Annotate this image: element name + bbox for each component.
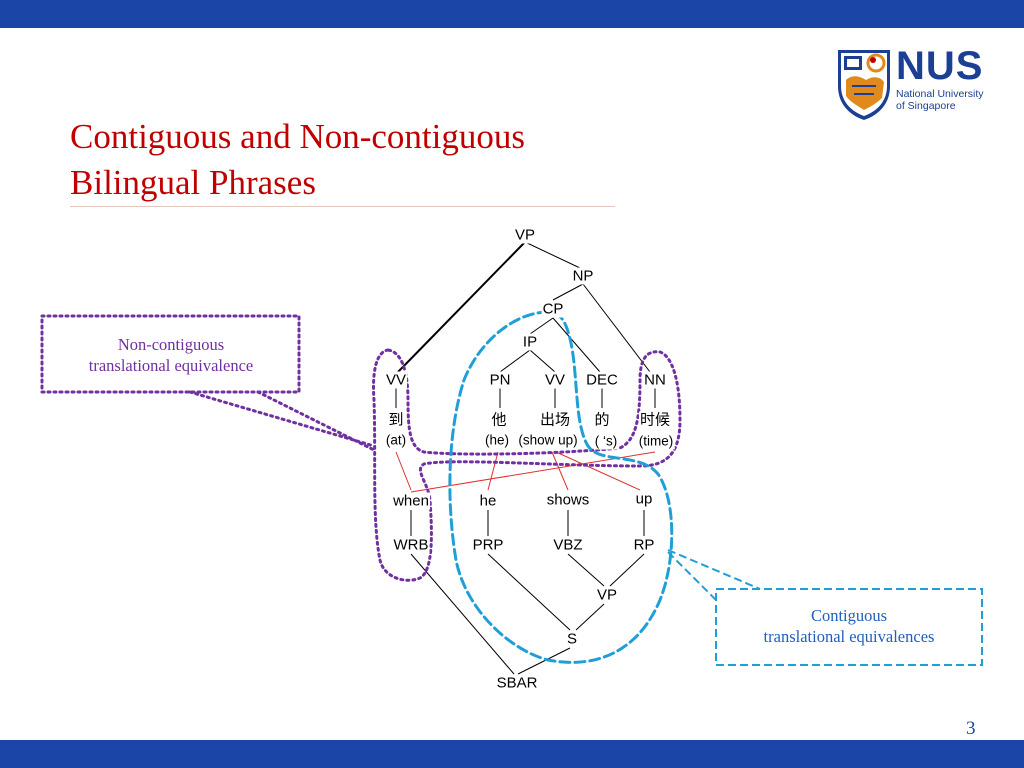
zh-node-dec: DEC	[585, 371, 619, 389]
contiguous-callout-line-2: translational equivalences	[763, 627, 935, 646]
zh-node-vv-1: VV	[384, 371, 408, 389]
non-contiguous-callout-line-2: translational equivalence	[88, 356, 254, 375]
zh-node-vp: VP	[513, 226, 537, 244]
logo-wordmark: NUS	[896, 44, 984, 88]
contiguous-region	[448, 310, 674, 664]
non-contiguous-callout: Non-contiguous translational equivalence	[46, 334, 296, 376]
title-divider	[70, 206, 615, 207]
gloss-s: ( ‘s)	[593, 432, 619, 450]
logo-line-1: National University	[896, 88, 984, 100]
logo-text: NUS National University of Singapore	[896, 44, 984, 112]
title-line-2: Bilingual Phrases	[70, 163, 316, 202]
gloss-time: (time)	[637, 432, 675, 450]
page-number: 3	[966, 718, 976, 739]
gloss-he: (he)	[483, 431, 511, 449]
non-contiguous-callout-line-1: Non-contiguous	[117, 335, 225, 354]
en-node-s: S	[565, 630, 579, 648]
non-contiguous-region	[372, 348, 682, 582]
zh-node-nn: NN	[643, 371, 667, 389]
contiguous-callout: Contiguous translational equivalences	[718, 605, 980, 647]
zh-word-chuchang: 出场	[538, 411, 572, 429]
nus-crest-icon	[838, 50, 890, 120]
en-node-prp: PRP	[471, 536, 505, 554]
chinese-tree-edges	[395, 241, 656, 408]
vp-to-vv-edge	[397, 241, 526, 373]
en-node-vp: VP	[595, 586, 619, 604]
en-node-rp: RP	[632, 536, 656, 554]
top-bar	[0, 0, 1024, 28]
zh-node-ip: IP	[521, 333, 539, 351]
english-tree-edges	[410, 510, 645, 675]
zh-word-ta: 他	[490, 411, 508, 429]
contiguous-callout-box	[715, 588, 983, 666]
non-contiguous-pointer-2	[256, 390, 376, 452]
zh-word-de: 的	[593, 411, 611, 429]
zh-word-dao: 到	[387, 411, 405, 429]
zh-word-shihou: 时候	[638, 411, 672, 429]
non-contiguous-callout-box	[40, 314, 301, 394]
title-line-1: Contiguous and Non-contiguous	[70, 117, 525, 156]
en-word-shows: shows	[545, 491, 591, 509]
bottom-bar	[0, 740, 1024, 768]
en-word-when: when	[392, 492, 430, 510]
gloss-at: (at)	[384, 431, 408, 449]
en-node-sbar: SBAR	[495, 674, 539, 692]
contiguous-callout-line-1: Contiguous	[810, 606, 888, 625]
zh-node-pn: PN	[488, 371, 512, 389]
zh-node-cp: CP	[541, 300, 565, 318]
en-node-wrb: WRB	[392, 536, 430, 554]
en-word-up: up	[634, 490, 654, 508]
zh-node-vv-2: VV	[543, 371, 567, 389]
en-node-vbz: VBZ	[552, 536, 584, 554]
slide-title: Contiguous and Non-contiguous Bilingual …	[70, 114, 525, 206]
zh-node-np: NP	[571, 267, 595, 285]
logo-line-2: of Singapore	[896, 100, 956, 112]
contiguous-pointer-1	[667, 549, 761, 590]
non-contiguous-pointer-1	[188, 390, 376, 448]
gloss-show-up: (show up)	[517, 431, 579, 449]
en-word-he: he	[478, 492, 498, 510]
